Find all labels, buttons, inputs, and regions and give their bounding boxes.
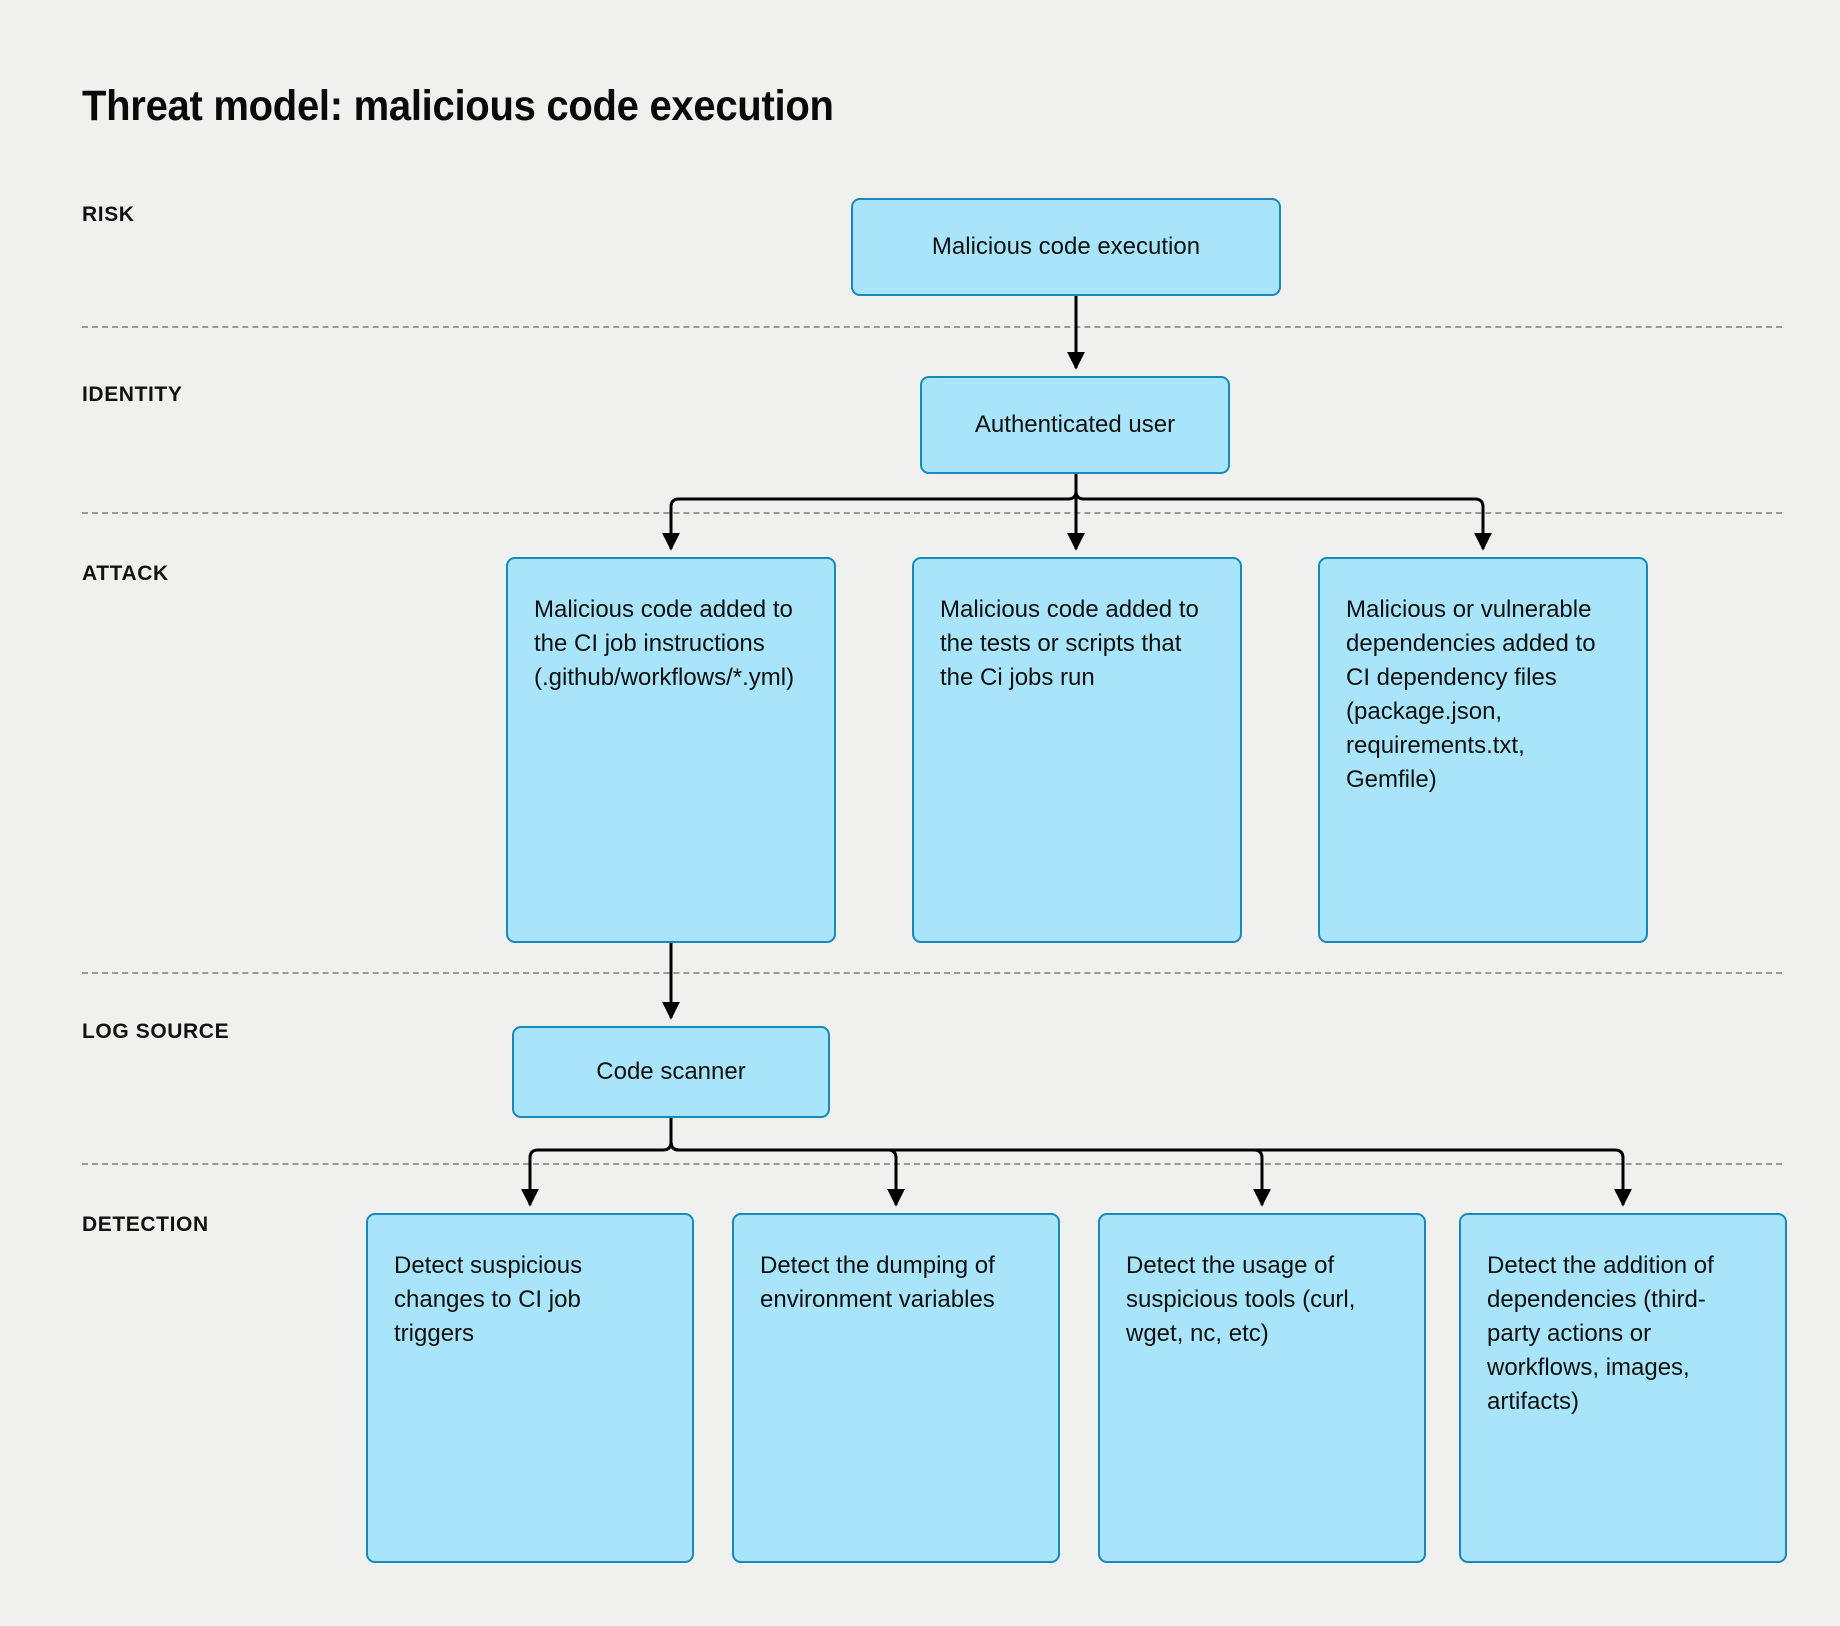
node-attack-malicious-dependencies[interactable]: Malicious or vulnerable dependencies add…: [1318, 557, 1648, 943]
node-label: Authenticated user: [974, 410, 1176, 438]
edge-codescanner-to-detect-3: [669, 1118, 1271, 1207]
separator-logsource-detection: [82, 1163, 1782, 1165]
node-label: Malicious code added to the CI job instr…: [534, 596, 795, 692]
row-label-log-source: LOG SOURCE: [82, 1020, 230, 1043]
node-label: Detect suspicious changes to CI job trig…: [394, 1252, 583, 1348]
node-label: Malicious code execution: [931, 232, 1201, 260]
node-logsource-code-scanner[interactable]: Code scanner: [512, 1026, 830, 1118]
node-detection-suspicious-tools[interactable]: Detect the usage of suspicious tools (cu…: [1098, 1213, 1426, 1563]
node-detection-env-var-dumping[interactable]: Detect the dumping of environment variab…: [732, 1213, 1060, 1563]
node-label: Code scanner: [596, 1057, 746, 1085]
node-detection-ci-job-triggers[interactable]: Detect suspicious changes to CI job trig…: [366, 1213, 694, 1563]
row-label-attack: ATTACK: [82, 562, 169, 585]
node-risk-malicious-code-execution[interactable]: Malicious code execution: [851, 198, 1281, 296]
node-label: Malicious code added to the tests or scr…: [940, 596, 1199, 692]
separator-identity-attack: [82, 512, 1782, 514]
node-attack-ci-job-instructions[interactable]: Malicious code added to the CI job instr…: [506, 557, 836, 943]
node-label: Malicious or vulnerable dependencies add…: [1346, 596, 1596, 794]
node-detection-dependency-addition[interactable]: Detect the addition of dependencies (thi…: [1459, 1213, 1787, 1563]
edge-codescanner-to-detect-2: [669, 1118, 905, 1207]
row-label-detection: DETECTION: [82, 1213, 209, 1236]
separator-risk-identity: [82, 326, 1782, 328]
node-attack-tests-or-scripts[interactable]: Malicious code added to the tests or scr…: [912, 557, 1242, 943]
row-label-identity: IDENTITY: [82, 383, 183, 406]
node-label: Detect the usage of suspicious tools (cu…: [1126, 1252, 1356, 1348]
node-label: Detect the dumping of environment variab…: [760, 1252, 995, 1314]
edge-codescanner-to-detect-1: [521, 1118, 673, 1207]
node-identity-authenticated-user[interactable]: Authenticated user: [920, 376, 1230, 474]
edge-codescanner-to-detect-4: [669, 1118, 1632, 1207]
page-title: Threat model: malicious code execution: [82, 82, 834, 130]
node-label: Detect the addition of dependencies (thi…: [1487, 1252, 1714, 1416]
separator-attack-logsource: [82, 972, 1782, 974]
row-label-risk: RISK: [82, 203, 135, 226]
